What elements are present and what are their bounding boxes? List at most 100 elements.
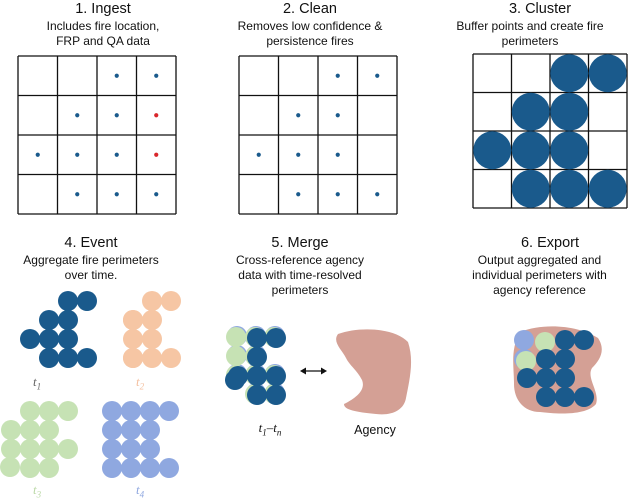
clean-subtitle: Removes low confidence & persistence fir… [237,19,383,48]
t1-perimeter-circle [77,291,97,311]
ingest-fire-point [75,192,80,197]
merge-t1-circle [247,366,267,386]
agency-label: Agency [354,423,396,437]
export-title: 6. Export [520,235,580,251]
t1-label: t1 [32,374,42,392]
t4-perimeter-circle [121,458,141,478]
merge-t1-circle [266,366,286,386]
t4-perimeter-circle [102,458,122,478]
t4-perimeter-circle [140,439,160,459]
event-title: 4. Event [64,235,118,251]
t3-perimeter-circle [58,401,78,421]
t3-label: t3 [32,482,42,500]
t2-perimeter-circle [142,310,162,330]
clean-fire-point [335,113,340,118]
t3-perimeter-circle [39,458,59,478]
merge-title: 5. Merge [271,235,329,251]
cluster-perimeter-circle [588,54,627,93]
ingest-fire-point [154,152,159,157]
t1-perimeter-circle [39,348,59,368]
t4-perimeter-circle [102,401,122,421]
ingest-fire-point [154,113,159,118]
t4-perimeter-circle [121,439,141,459]
t1-perimeter-circle [58,348,78,368]
cluster-perimeter-circle [550,54,589,93]
clean-fire-point [296,113,301,118]
double-arrow-head-right [321,367,327,375]
export-t1-circle [536,387,556,407]
ingest-subtitle: Includes fire location, FRP and QA data [46,19,160,48]
t3-perimeter-circle [39,439,59,459]
t1-perimeter-circle [39,310,59,330]
ingest-title: 1. Ingest [75,1,131,17]
t2-perimeter-circle [123,310,143,330]
clean-fire-point [256,152,261,157]
t2-perimeter-circle [161,348,181,368]
ingest-fire-point [114,73,119,78]
ingest-fire-point [75,113,80,118]
t3-perimeter-circle [1,439,21,459]
double-arrow-head-left [300,367,306,375]
clean-fire-point [335,152,340,157]
export-t1-circle [555,349,575,369]
merge-t1-circle [225,370,245,390]
cluster-perimeter-circle [550,92,589,131]
cluster-perimeter-circle [550,131,589,170]
export-t3-circle [535,332,555,352]
t3-perimeter-circle [39,401,59,421]
t2-perimeter-circle [123,329,143,349]
clean-fire-point [335,192,340,197]
agency-boundary-shape [336,329,412,415]
t3-perimeter-circle [20,420,40,440]
export-t1-circle [574,330,594,350]
t3-perimeter-circle [1,420,21,440]
t2-label: t2 [135,374,145,392]
t1-perimeter-circle [58,329,78,349]
merge-t3-circle [226,327,246,347]
export-t4-circle [514,330,534,350]
t2-perimeter-circle [123,348,143,368]
cluster-subtitle: Buffer points and create fire perimeters [456,19,604,48]
cluster-perimeter-circle [473,131,512,170]
cluster-perimeter-circle [588,169,627,208]
export-subtitle: Output aggregated and individual perimet… [472,253,607,297]
ingest-fire-point [114,152,119,157]
export-t1-circle [555,387,575,407]
t4-perimeter-circle [121,401,141,421]
clean-fire-point [375,73,380,78]
export-t1-circle [555,368,575,388]
t1-perimeter-circle [39,329,59,349]
t1-perimeter-circle [77,348,97,368]
export-t1-circle [555,330,575,350]
export-t1-circle [574,387,594,407]
merge-t3-circle [226,346,246,366]
t3-perimeter-circle [20,439,40,459]
t1-perimeter-circle [58,291,78,311]
event-subtitle: Aggregate fire perimeters over time. [23,253,159,282]
clean-fire-point [335,73,340,78]
merge-t1-circle [247,385,267,405]
ingest-fire-point [114,113,119,118]
t4-perimeter-circle [140,401,160,421]
t4-label: t4 [135,482,145,500]
cluster-title: 3. Cluster [508,1,572,17]
t2-perimeter-circle [142,329,162,349]
t4-perimeter-circle [140,420,160,440]
cluster-perimeter-circle [511,131,550,170]
merge-t1-circle [247,328,267,348]
t3-perimeter-circle [39,420,59,440]
merge-t1-circle [247,347,267,367]
t2-perimeter-circle [142,348,162,368]
time-range-label: t1–tn [258,420,282,438]
merge-t1-circle [266,385,286,405]
t4-perimeter-circle [102,439,122,459]
merge-t1-circle [266,328,286,348]
t2-perimeter-circle [161,291,181,311]
t4-perimeter-circle [102,420,122,440]
clean-fire-point [296,152,301,157]
t4-perimeter-circle [159,401,179,421]
t3-perimeter-circle [58,439,78,459]
merge-subtitle: Cross-reference agency data with time-re… [235,253,365,297]
t4-perimeter-circle [121,420,141,440]
